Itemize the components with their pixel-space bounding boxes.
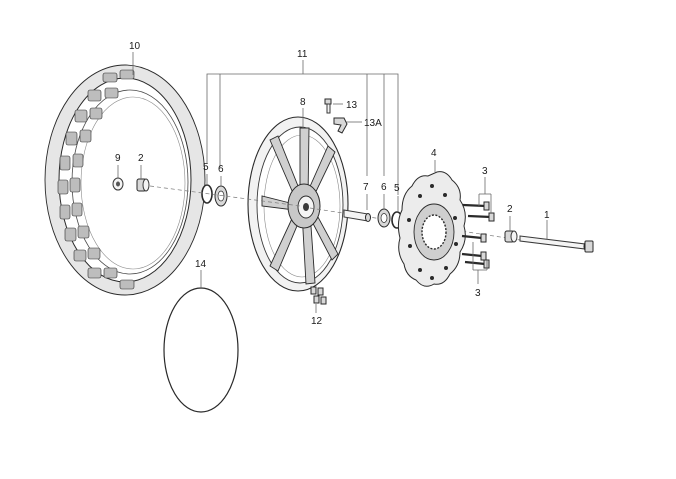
callout-balance-weights: 12	[311, 316, 323, 327]
valve-straight	[324, 98, 332, 114]
callout-axle: 1	[544, 210, 550, 221]
brake-disc	[397, 171, 466, 287]
callout-rim: 8	[300, 97, 306, 108]
valve-angled	[333, 117, 348, 134]
rim	[247, 116, 349, 292]
callout-seal-right: 5	[394, 183, 400, 194]
callout-bearing-right: 6	[381, 182, 387, 193]
tyre	[44, 64, 206, 296]
callout-valve-straight: 13	[346, 100, 358, 111]
callout-disc-bolts-bottom: 3	[475, 288, 481, 299]
callout-labels: 10 11 8 13 13A 9 2 5 6 7 6 5 4 3 3 2 1 1…	[115, 41, 550, 327]
bush-left	[136, 178, 150, 192]
bush-right	[504, 230, 518, 243]
callout-disc-bolts-top: 3	[482, 166, 488, 177]
callout-bush-left: 2	[138, 153, 144, 164]
axle-centreline-left	[149, 185, 301, 207]
callout-tyre: 10	[129, 41, 141, 52]
callout-spacer-right: 7	[363, 182, 369, 193]
callout-bearing-left: 6	[218, 164, 224, 175]
callout-wheel-assembly: 11	[297, 49, 308, 60]
leader-lines	[117, 52, 548, 313]
callout-bush-right: 2	[507, 204, 513, 215]
bearing-left	[214, 185, 228, 207]
disc-bolts-bottom	[461, 233, 490, 269]
seal-left	[201, 184, 213, 204]
spacer-right	[343, 209, 371, 222]
disc-bolts-top	[462, 201, 495, 222]
callout-seal-left: 5	[203, 162, 209, 173]
o-ring	[163, 287, 239, 413]
balance-weights	[310, 286, 327, 305]
callout-brake-disc: 4	[431, 148, 437, 159]
axle	[519, 235, 594, 253]
bearing-right	[377, 208, 391, 228]
callout-spacer-left: 9	[115, 153, 121, 164]
callout-valve-angled: 13A	[364, 118, 382, 129]
callout-o-ring: 14	[195, 259, 207, 270]
spacer-left	[112, 177, 124, 191]
